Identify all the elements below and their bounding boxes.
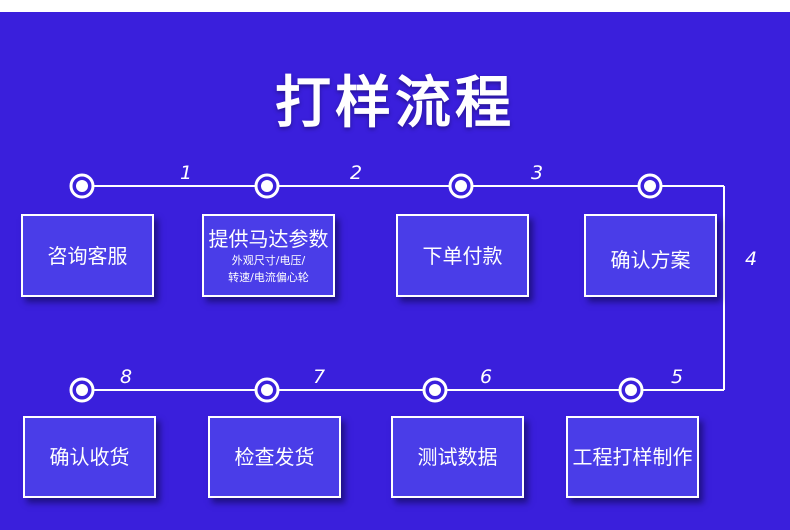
step-dot [69, 173, 95, 199]
step-label: 检查发货 [234, 445, 315, 469]
step-label: 提供马达参数 [208, 226, 329, 251]
step-box-test-data: 测试数据 [391, 416, 524, 498]
step-box-params: 提供马达参数 外观尺寸/电压/ 转速/电流偏心轮 [202, 214, 335, 297]
step-number-4: 4 [745, 248, 758, 270]
step-dot [69, 377, 95, 403]
step-box-consult: 咨询客服 [21, 214, 154, 297]
step-number-6: 6 [480, 366, 493, 388]
step-box-payment: 下单付款 [396, 214, 529, 297]
step-number-3: 3 [531, 162, 544, 184]
step-box-confirm-receipt: 确认收货 [23, 416, 156, 498]
step-dot [637, 173, 663, 199]
step-box-sample-production: 工程打样制作 [566, 416, 699, 498]
step-number-2: 2 [350, 162, 363, 184]
step-dot [422, 377, 448, 403]
step-number-5: 5 [671, 366, 684, 388]
step-number-1: 1 [180, 162, 193, 184]
step-sublabel: 转速/电流偏心轮 [228, 270, 309, 284]
step-label: 测试数据 [417, 445, 498, 469]
step-dot [254, 377, 280, 403]
step-dot [618, 377, 644, 403]
step-sublabel: 外观尺寸/电压/ [231, 253, 306, 267]
step-label: 咨询客服 [47, 243, 128, 268]
step-number-7: 7 [313, 366, 326, 388]
step-number-8: 8 [120, 366, 133, 388]
step-label: 工程打样制作 [572, 445, 693, 469]
step-dot [448, 173, 474, 199]
step-label: 下单付款 [422, 243, 503, 268]
step-box-confirm-plan: 确认方案 [584, 214, 717, 297]
step-box-inspect-ship: 检查发货 [208, 416, 341, 498]
step-label: 确认方案 [610, 247, 691, 272]
step-dot [254, 173, 280, 199]
page-title: 打样流程 [275, 71, 515, 136]
step-label: 确认收货 [49, 445, 130, 469]
